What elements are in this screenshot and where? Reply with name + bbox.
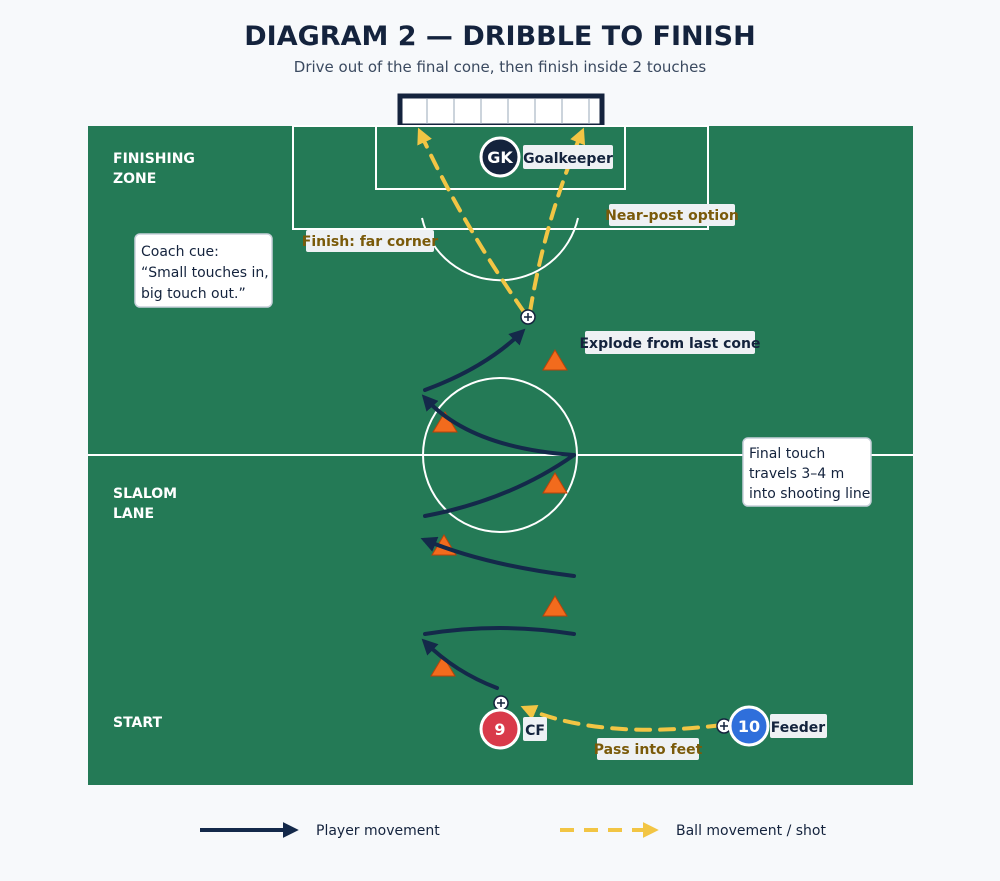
ball-markers — [493, 309, 732, 734]
penalty-arc — [421, 217, 579, 282]
coach-cue-note: Coach cue: “Small touches in, big touch … — [134, 233, 273, 308]
diagram-title: DIAGRAM 2 — DRIBBLE TO FINISH — [244, 21, 755, 52]
final-touch-line-3: into shooting line — [749, 486, 870, 502]
slalom-lane-label: SLALOM — [113, 486, 177, 502]
cones — [430, 349, 568, 677]
finishing-zone-label-2: ZONE — [113, 171, 156, 187]
diagram-subtitle: Drive out of the final cone, then finish… — [294, 58, 707, 76]
center-circle — [422, 377, 578, 533]
feeder-number: 10 — [738, 717, 760, 736]
cone-4 — [542, 472, 568, 494]
cone-2 — [542, 595, 568, 617]
final-touch-line-2: travels 3–4 m — [749, 466, 844, 482]
shot-far-corner — [417, 127, 526, 314]
player-movement-path — [420, 328, 576, 690]
far-corner-label: Finish: far corner — [302, 234, 439, 250]
legend: Player movement Ball movement / shot — [200, 822, 826, 839]
coach-cue-line-3: big touch out.” — [141, 286, 246, 302]
goalkeeper-label: Goalkeeper — [523, 151, 613, 167]
striker-player: 9 CF — [479, 708, 547, 750]
legend-ball-label: Ball movement / shot — [676, 823, 826, 839]
legend-player-label: Player movement — [316, 823, 440, 839]
pass-path — [520, 705, 724, 732]
ball-icon — [520, 309, 536, 325]
finishing-zone-label: FINISHING — [113, 151, 195, 167]
explode-label: Explode from last cone — [579, 336, 760, 352]
striker-label: CF — [525, 723, 545, 739]
coach-cue-line-2: “Small touches in, — [141, 265, 269, 281]
cone-1 — [430, 655, 456, 677]
coach-cue-line-1: Coach cue: — [141, 244, 219, 260]
six-yard-box — [375, 125, 626, 190]
cone-6 — [542, 349, 568, 371]
goalkeeper-player: GK Goalkeeper — [479, 136, 613, 178]
feeder-label: Feeder — [771, 720, 826, 736]
start-zone-label: START — [113, 715, 163, 731]
shot-near-post — [528, 127, 586, 314]
final-touch-line-1: Final touch — [749, 446, 825, 462]
feeder-player: 10 Feeder — [728, 705, 827, 747]
near-post-label: Near-post option — [605, 208, 739, 224]
goalkeeper-number: GK — [487, 148, 513, 167]
striker-number: 9 — [494, 720, 505, 739]
final-touch-note: Final touch travels 3–4 m into shooting … — [742, 437, 872, 507]
goal — [397, 93, 605, 129]
pass-label: Pass into feet — [594, 742, 703, 758]
ball-icon — [493, 695, 509, 711]
slalom-lane-label-2: LANE — [113, 506, 154, 522]
ball-movement-path — [417, 127, 724, 732]
